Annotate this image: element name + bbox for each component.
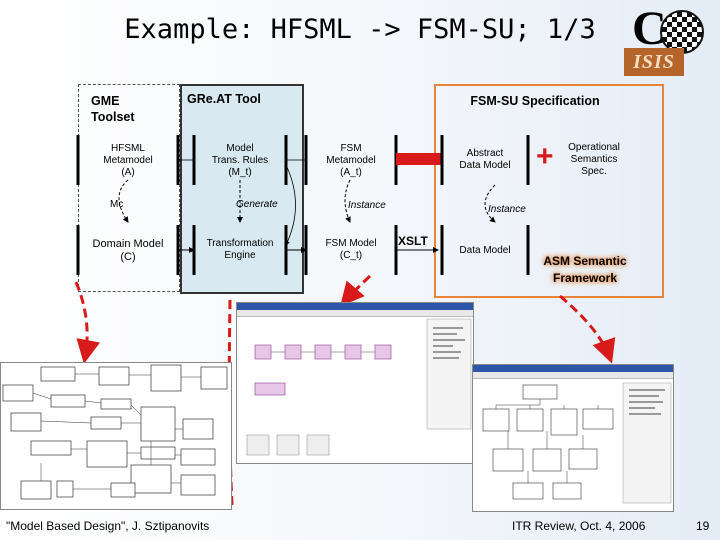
hfsml-metamodel-node: HFSML Metamodel (A)	[103, 143, 153, 178]
fsm-su-specification-label: FSM-SU Specification	[470, 94, 600, 108]
plus-sign: +	[536, 140, 554, 173]
domain-model-node: Domain Model (C)	[92, 238, 164, 263]
red-arrow-to-domain-shot	[74, 281, 101, 364]
asm-tool-menubar	[473, 372, 673, 379]
footer-author: "Model Based Design", J. Sztipanovits	[6, 519, 210, 533]
mc-arrow	[118, 179, 129, 223]
fsm-metamodel-node: FSM Metamodel (A_t)	[326, 143, 376, 178]
data-model-node: Data Model	[459, 245, 511, 256]
isis-logo: ISIS	[624, 48, 684, 76]
red-connector-bar	[396, 153, 442, 165]
page-number: 19	[696, 519, 710, 533]
instance-left-label: Instance	[348, 200, 386, 211]
instance-right-arrow	[484, 184, 496, 223]
gme-toolset-label: GME Toolset	[91, 94, 135, 124]
asm-framework-screenshot	[472, 364, 674, 512]
fsm-tool-canvas-thumbnail	[246, 318, 472, 456]
instance-left-arrow	[344, 179, 351, 223]
domain-model-diagram-thumbnail	[2, 364, 228, 500]
xslt-label: XSLT	[398, 234, 428, 248]
slide-title: Example: HFSML -> FSM-SU; 1/3	[124, 14, 596, 45]
rules-to-engine-link	[285, 164, 296, 246]
transformation-engine-node: Transformation Engine	[206, 238, 274, 261]
abstract-data-model-node: Abstract Data Model	[459, 148, 511, 171]
fsm-model-tool-screenshot	[236, 302, 474, 464]
gme-toolset-box	[78, 84, 180, 292]
fsm-su-specification-box	[434, 84, 664, 298]
fsm-model-node: FSM Model (C_t)	[325, 238, 377, 261]
asm-tool-titlebar	[473, 365, 673, 372]
red-arrow-to-fsm-shot	[340, 274, 372, 307]
asm-semantic-framework-label: ASM Semantic Framework	[543, 254, 627, 285]
fsm-tool-titlebar	[237, 303, 473, 310]
fsm-tool-menubar	[237, 310, 473, 317]
domain-model-screenshot	[0, 362, 232, 510]
operational-semantics-node: Operational Semantics Spec.	[568, 142, 620, 177]
asm-tool-canvas-thumbnail	[482, 382, 672, 504]
instance-right-label: Instance	[488, 204, 526, 215]
greatt-tool-box	[180, 84, 304, 294]
greatt-tool-label: GRe.AT Tool	[187, 92, 261, 106]
mc-label: Mc	[110, 199, 124, 210]
model-transformation-rules-node: Model Trans. Rules (M_t)	[211, 143, 269, 178]
red-arrow-to-asm-shot	[559, 294, 616, 364]
footer-event: ITR Review, Oct. 4, 2006	[512, 519, 646, 533]
generate-label: Generate	[236, 199, 278, 210]
